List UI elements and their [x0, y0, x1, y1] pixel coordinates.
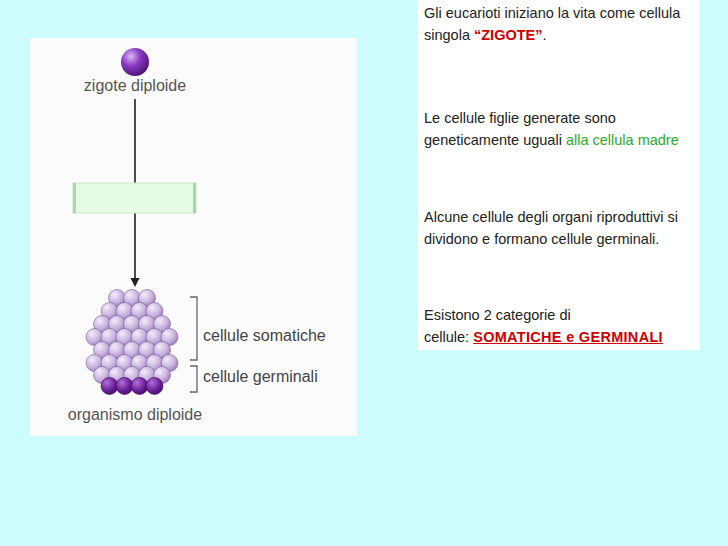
- germ-cell: [146, 378, 163, 395]
- bracket: [190, 297, 197, 392]
- paragraph: Esistono 2 categorie di cellule:SOMATICH…: [424, 305, 696, 348]
- punctuation: .: [542, 27, 546, 43]
- node-label: organismo diploide: [68, 406, 202, 424]
- body-text: Gli eucarioti iniziano la vita come cell…: [424, 5, 680, 43]
- highlight-text: alla cellula madre: [566, 132, 679, 148]
- paragraph: Le cellule figlie generate sono genetica…: [424, 108, 696, 151]
- cell-cluster: [86, 290, 178, 395]
- text-panel: [418, 0, 700, 350]
- callout-label: cellule somatiche: [203, 327, 326, 345]
- keyword: “ZIGOTE”: [474, 27, 542, 43]
- germ-cell: [101, 378, 118, 395]
- paragraph: Gli eucarioti iniziano la vita come cell…: [424, 3, 696, 46]
- organism-node: organismo diploide: [55, 288, 215, 426]
- body-text: Alcune cellule degli organi riproduttivi…: [424, 209, 678, 247]
- green-band-edge: [73, 183, 76, 213]
- green-band-edge: [193, 183, 196, 213]
- paragraph: Alcune cellule degli organi riproduttivi…: [424, 207, 696, 250]
- green-band: [73, 183, 196, 213]
- node-label: zigote diploide: [84, 77, 186, 95]
- germ-cell: [131, 378, 148, 395]
- zygote-node: zigote diploide: [60, 46, 210, 97]
- keyword: SOMATICHE e GERMINALI: [473, 329, 663, 345]
- callout-label: cellule germinali: [203, 368, 318, 386]
- zygote-sphere: [121, 48, 149, 76]
- germ-cell: [116, 378, 133, 395]
